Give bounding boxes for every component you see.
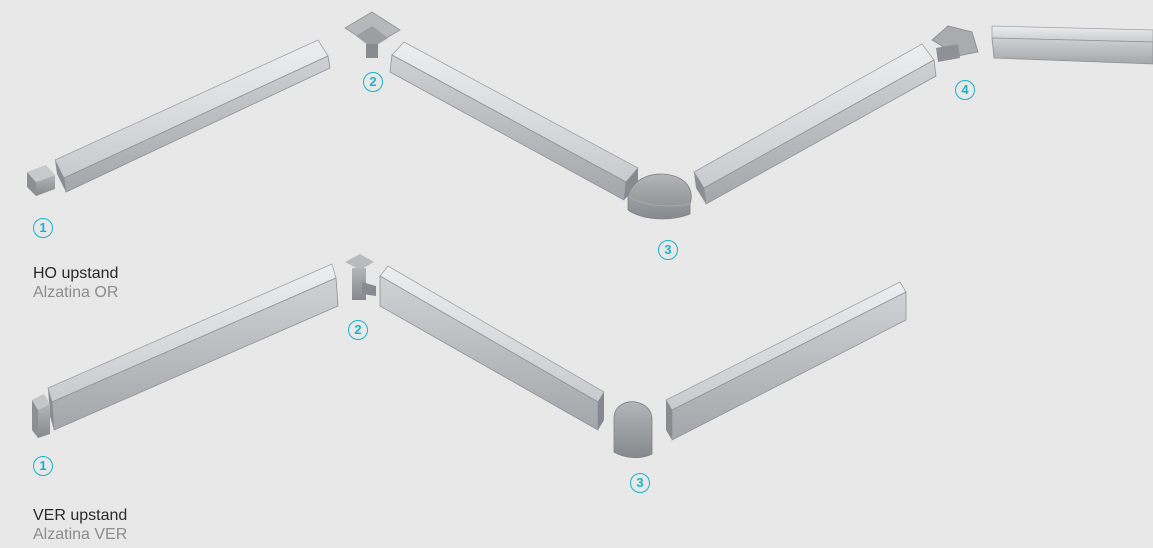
ver-subtitle: Alzatina VER: [33, 526, 128, 543]
ho-profile-1: [54, 39, 331, 193]
ver-inner-corner: [345, 254, 376, 300]
marker-ho-3: 3: [658, 240, 678, 260]
ver-title: VER upstand: [33, 507, 128, 524]
ho-end-cap: [27, 165, 55, 196]
marker-ho-4: 4: [955, 80, 975, 100]
ver-profile-1: [47, 263, 339, 431]
marker-ho-2: 2: [363, 72, 383, 92]
ho-corner-joint: [931, 25, 979, 62]
ver-outer-corner: [613, 401, 653, 458]
ho-outer-corner: [627, 173, 692, 220]
marker-ho-1: 1: [33, 218, 53, 238]
ver-profile-2: [379, 265, 605, 431]
marker-ver-3: 3: [630, 473, 650, 493]
ver-end-cap: [32, 394, 50, 438]
ho-inner-corner: [344, 11, 401, 58]
ver-label: VER upstand Alzatina VER: [33, 506, 127, 544]
ho-title: HO upstand: [33, 265, 119, 282]
ho-subtitle: Alzatina OR: [33, 284, 119, 301]
ver-profile-3: [665, 281, 907, 441]
ho-profile-2: [389, 41, 639, 201]
ho-profile-3: [693, 43, 937, 205]
ho-profile-4: [991, 25, 1153, 65]
marker-ver-1: 1: [33, 456, 53, 476]
ho-label: HO upstand Alzatina OR: [33, 264, 118, 302]
marker-ver-2: 2: [348, 320, 368, 340]
